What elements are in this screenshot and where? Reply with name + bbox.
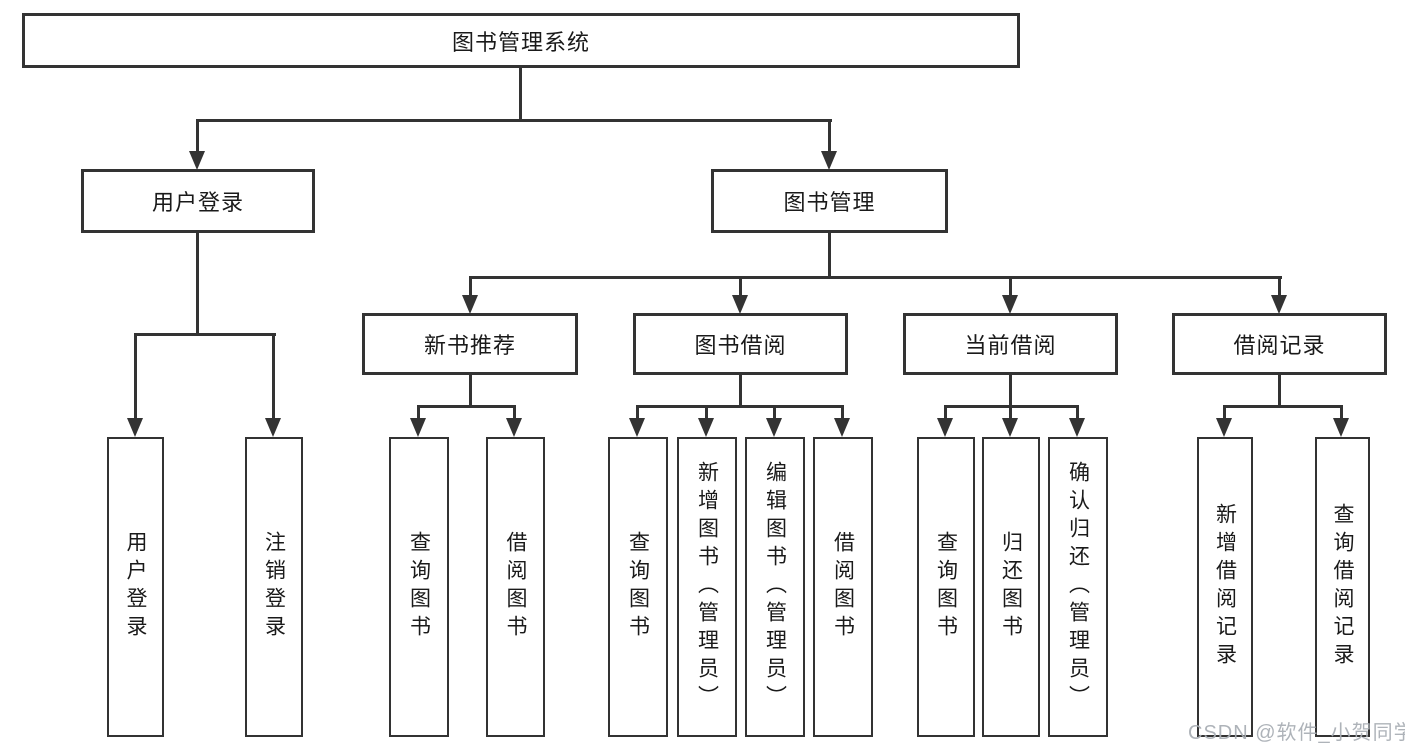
- connector-line: [513, 405, 516, 419]
- connector-line: [828, 119, 831, 153]
- leaf-borrow-books-2: 借阅图书: [813, 437, 873, 737]
- connector-line: [636, 405, 639, 419]
- leaf-add-books-admin: 新增图书（管理员）: [677, 437, 737, 737]
- leaf-borrow-books-1: 借阅图书: [486, 437, 545, 737]
- connector-line: [196, 119, 199, 153]
- connector-line: [828, 233, 831, 279]
- connector-line: [773, 405, 776, 419]
- connector-line: [417, 405, 420, 419]
- arrow-down-icon: [698, 418, 714, 437]
- arrow-down-icon: [265, 418, 281, 437]
- connector-line: [134, 333, 276, 336]
- connector-line: [705, 405, 708, 419]
- connector-line: [1278, 276, 1281, 297]
- leaf-query-books-1: 查询图书: [389, 437, 449, 737]
- connector-line: [1340, 405, 1343, 419]
- leaf-query-books-2: 查询图书: [608, 437, 668, 737]
- connector-line: [739, 375, 742, 408]
- connector-line: [1009, 276, 1012, 297]
- leaf-logout: 注销登录: [245, 437, 303, 737]
- connector-line: [944, 405, 947, 419]
- connector-line: [1223, 405, 1226, 419]
- connector-line: [1224, 405, 1343, 408]
- node-book-management: 图书管理: [711, 169, 948, 233]
- node-new-book-recommend: 新书推荐: [362, 313, 578, 375]
- leaf-query-books-3: 查询图书: [917, 437, 975, 737]
- connector-line: [1009, 405, 1012, 419]
- arrow-down-icon: [506, 418, 522, 437]
- connector-line: [418, 405, 516, 408]
- node-user-login: 用户登录: [81, 169, 315, 233]
- connector-line: [469, 276, 1282, 279]
- arrow-down-icon: [127, 418, 143, 437]
- leaf-edit-books-admin: 编辑图书（管理员）: [745, 437, 805, 737]
- node-current-borrowing: 当前借阅: [903, 313, 1118, 375]
- arrow-down-icon: [732, 295, 748, 314]
- connector-line: [469, 276, 472, 297]
- arrow-down-icon: [1216, 418, 1232, 437]
- connector-line: [469, 375, 472, 408]
- connector-line: [134, 333, 137, 419]
- connector-line: [272, 333, 275, 419]
- csdn-watermark: CSDN @软件_小贺同学: [1188, 722, 1405, 744]
- connector-line: [841, 405, 844, 419]
- arrow-down-icon: [1271, 295, 1287, 314]
- arrow-down-icon: [462, 295, 478, 314]
- leaf-query-borrow-record: 查询借阅记录: [1315, 437, 1370, 737]
- leaf-user-login: 用户登录: [107, 437, 164, 737]
- arrow-down-icon: [189, 151, 205, 170]
- connector-line: [1009, 375, 1012, 408]
- arrow-down-icon: [821, 151, 837, 170]
- arrow-down-icon: [834, 418, 850, 437]
- connector-line: [637, 405, 844, 408]
- leaf-confirm-return-admin: 确认归还（管理员）: [1048, 437, 1108, 737]
- leaf-add-borrow-record: 新增借阅记录: [1197, 437, 1253, 737]
- node-library-management-system: 图书管理系统: [22, 13, 1020, 68]
- connector-line: [945, 405, 1079, 408]
- connector-line: [1076, 405, 1079, 419]
- connector-line: [739, 276, 742, 297]
- arrow-down-icon: [1002, 295, 1018, 314]
- connector-line: [196, 233, 199, 336]
- arrow-down-icon: [1333, 418, 1349, 437]
- node-borrowing-records: 借阅记录: [1172, 313, 1387, 375]
- arrow-down-icon: [1069, 418, 1085, 437]
- arrow-down-icon: [629, 418, 645, 437]
- arrow-down-icon: [766, 418, 782, 437]
- connector-line: [519, 68, 522, 121]
- arrow-down-icon: [1002, 418, 1018, 437]
- connector-line: [196, 119, 832, 122]
- leaf-return-books: 归还图书: [982, 437, 1040, 737]
- arrow-down-icon: [410, 418, 426, 437]
- arrow-down-icon: [937, 418, 953, 437]
- node-book-borrowing: 图书借阅: [633, 313, 848, 375]
- connector-line: [1278, 375, 1281, 408]
